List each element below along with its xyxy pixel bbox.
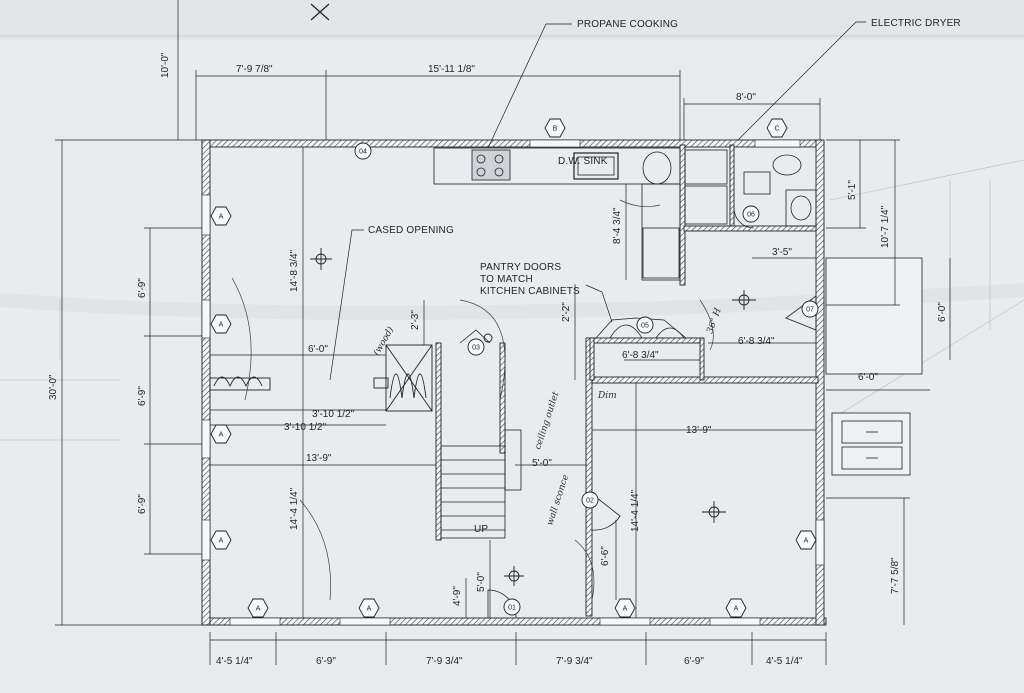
dim-right-upper: 5'-1"	[847, 180, 858, 200]
dim-bath-width: 3'-5"	[772, 247, 792, 258]
dim-stair-landing: 5'-0"	[532, 458, 552, 469]
svg-text:A: A	[219, 432, 224, 439]
dim-pantry-width: 6'-8 3/4"	[622, 350, 659, 361]
dim-hall-offset-1: 3'-10 1/2"	[312, 409, 355, 420]
svg-text:C: C	[774, 126, 779, 133]
dim-pantry-gap: 2'-2"	[561, 302, 572, 322]
ceiling-fixtures	[310, 248, 756, 586]
dimension-lines	[55, 0, 951, 665]
window-tag: A	[358, 598, 380, 618]
note-dim: Dim	[597, 391, 617, 401]
door-tag: 04	[354, 142, 372, 160]
window-tag: A	[210, 530, 232, 550]
dim-hall-bottom: 4'-9"	[452, 586, 463, 606]
svg-text:A: A	[623, 606, 628, 613]
svg-text:A: A	[219, 214, 224, 221]
svg-text:A: A	[804, 538, 809, 545]
dim-stair-gap: 2'-3"	[410, 310, 421, 330]
dim-hall-width: 6'-0"	[308, 344, 328, 355]
svg-text:A: A	[219, 322, 224, 329]
dim-right-overall: 10'-7 1/4"	[880, 205, 891, 248]
left-wall-bench	[209, 376, 271, 391]
dim-living-depth-lower: 14'-4 1/4"	[289, 487, 300, 530]
dim-overall-height: 30'-0"	[48, 374, 59, 400]
door-tag: 06	[742, 205, 760, 223]
dim-top-left-width: 7'-9 7/8"	[236, 64, 273, 75]
dim-hall-lower: 5'-0"	[476, 572, 487, 592]
svg-text:07: 07	[806, 307, 814, 314]
svg-text:03: 03	[472, 345, 480, 352]
window-tag: A	[210, 206, 232, 226]
dim-top-mid-width: 15'-11 1/8"	[428, 64, 475, 75]
stair-up-label: UP	[474, 524, 488, 535]
construction-lines	[0, 35, 1024, 441]
svg-text:04: 04	[359, 149, 367, 156]
window-tag: C	[766, 118, 788, 138]
dim-bottom-3: 7'-9 3/4"	[426, 656, 463, 667]
dim-living-width: 13'-9"	[306, 453, 332, 464]
wall-windows	[201, 139, 825, 626]
dim-top-height: 10'-0"	[160, 52, 171, 78]
dim-bottom-4: 7'-9 3/4"	[556, 656, 593, 667]
door-tag: 07	[801, 300, 819, 318]
svg-text:A: A	[256, 606, 261, 613]
dim-bedroom-depth: 14'-4 1/4"	[630, 489, 641, 532]
propane-cooking-callout: PROPANE COOKING	[577, 19, 678, 30]
door-tag: 02	[581, 491, 599, 509]
door-tag: 01	[503, 598, 521, 616]
door-tag: 05	[636, 316, 654, 334]
svg-text:A: A	[219, 538, 224, 545]
window-tag: A	[795, 530, 817, 550]
dim-left-seg-1: 6'-9"	[137, 278, 148, 298]
svg-text:02: 02	[586, 498, 594, 505]
dim-laundry-width: 8'-0"	[736, 92, 756, 103]
callout-leaders	[329, 21, 866, 381]
svg-text:06: 06	[747, 212, 755, 219]
dim-left-seg-3: 6'-9"	[137, 494, 148, 514]
pantry-note-line-2: TO MATCH	[480, 274, 533, 285]
window-tag: A	[247, 598, 269, 618]
dim-hall-offset-2: 3'-10 1/2"	[284, 422, 327, 433]
dim-bedroom-width: 13'-9"	[686, 425, 712, 436]
door-tag: 03	[467, 338, 485, 356]
dim-closet-door: 6'-6"	[600, 546, 611, 566]
dim-living-depth-upper: 14'-8 3/4"	[289, 249, 300, 292]
x-mark-icon	[310, 3, 330, 21]
window-tag: A	[725, 598, 747, 618]
interior-walls	[435, 144, 819, 617]
svg-text:A: A	[367, 606, 372, 613]
dim-kitchen-depth: 8'-4 3/4"	[612, 207, 623, 244]
window-tag: A	[614, 598, 636, 618]
staircase	[440, 429, 522, 539]
dim-bottom-5: 6'-9"	[684, 656, 704, 667]
electric-dryer-callout: ELECTRIC DRYER	[871, 18, 961, 29]
electrical-switch-legs	[231, 199, 714, 601]
kitchen-counters	[433, 147, 817, 281]
pantry-note-line-1: PANTRY DOORS	[480, 262, 561, 273]
pantry-note-line-3: KITCHEN CABINETS	[480, 286, 580, 297]
window-tag: A	[210, 314, 232, 334]
porch-steps	[825, 257, 923, 476]
window-tag: A	[210, 424, 232, 444]
wood-stove-sketch	[373, 344, 433, 412]
dim-right-porch: 6'-0"	[858, 372, 878, 383]
svg-text:B: B	[553, 126, 558, 133]
svg-text:01: 01	[508, 605, 516, 612]
dim-closet-width: 6'-8 3/4"	[738, 336, 775, 347]
cased-opening-callout: CASED OPENING	[368, 225, 454, 236]
dim-bottom-6: 4'-5 1/4"	[766, 656, 803, 667]
dw-sink-label: D.W. SINK	[558, 156, 608, 167]
window-tag: B	[544, 118, 566, 138]
dim-bottom-2: 6'-9"	[316, 656, 336, 667]
dim-left-seg-2: 6'-9"	[137, 386, 148, 406]
dim-bottom-1: 4'-5 1/4"	[216, 656, 253, 667]
dim-right-lower: 7'-7 5/8"	[890, 557, 901, 594]
svg-text:A: A	[734, 606, 739, 613]
pantry-cabinet	[595, 317, 687, 339]
dim-porch-width: 6'-0"	[937, 302, 948, 322]
svg-text:05: 05	[641, 323, 649, 330]
